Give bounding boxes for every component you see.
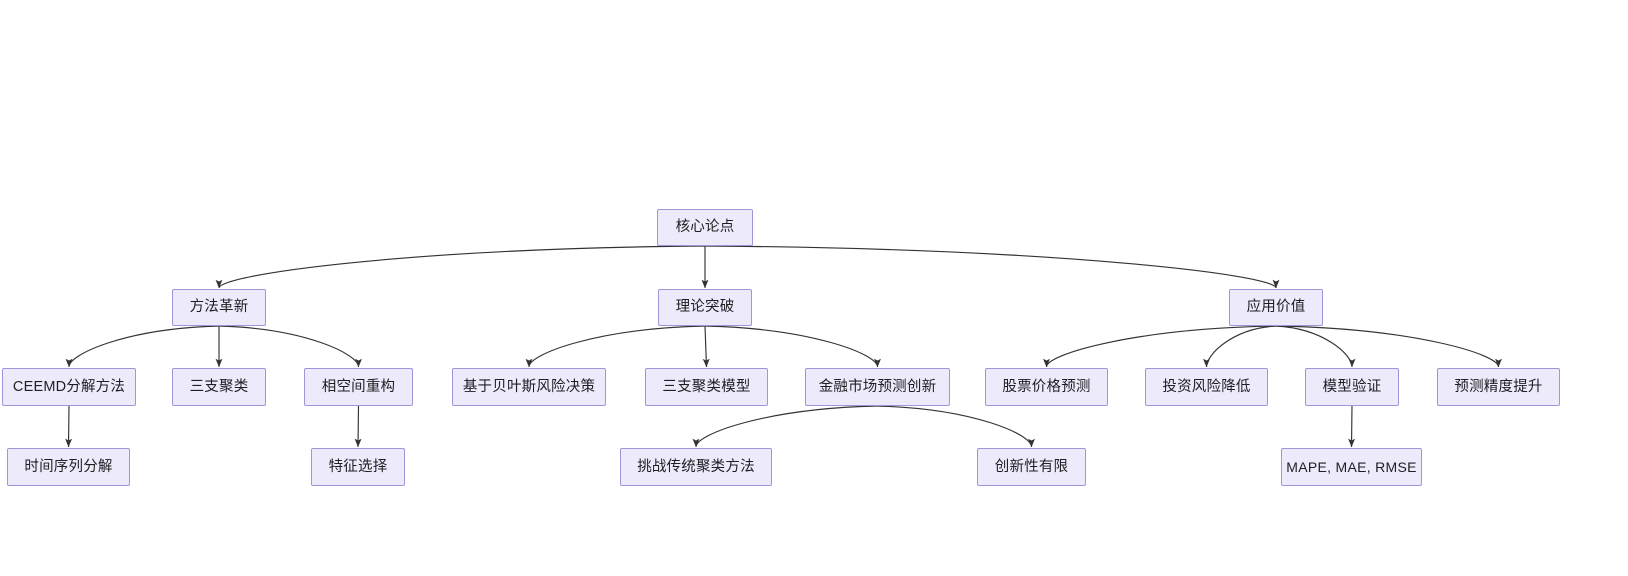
edge-root-to-l1a (215, 245, 706, 289)
node-l2b[interactable]: 三支聚类 (172, 368, 266, 406)
edge-l2i-to-l3e (1348, 405, 1356, 448)
node-l2e[interactable]: 三支聚类模型 (645, 368, 768, 406)
node-l3b[interactable]: 特征选择 (311, 448, 405, 486)
node-label: 股票价格预测 (1002, 378, 1091, 395)
edge-l2c-to-l3b (354, 405, 362, 448)
node-root[interactable]: 核心论点 (657, 209, 753, 246)
edge-root-to-l1c (704, 245, 1280, 289)
node-label: 方法革新 (189, 299, 249, 316)
node-l2i[interactable]: 模型验证 (1305, 368, 1399, 406)
node-label: 相空间重构 (321, 378, 396, 395)
edge-l1b-to-l2e (702, 325, 710, 368)
edge-l1a-to-l2c (218, 325, 362, 368)
node-l2h[interactable]: 投资风险降低 (1145, 368, 1268, 406)
node-l1c[interactable]: 应用价值 (1229, 289, 1323, 326)
node-label: 三支聚类 (189, 378, 249, 395)
node-label: 预测精度提升 (1454, 378, 1543, 395)
node-label: 投资风险降低 (1162, 378, 1251, 395)
node-l2f[interactable]: 金融市场预测创新 (805, 368, 950, 406)
node-label: 基于贝叶斯风险决策 (462, 378, 596, 395)
edge-l1c-to-l2g (1043, 325, 1277, 368)
node-l1b[interactable]: 理论突破 (658, 289, 752, 326)
node-label: 三支聚类模型 (662, 378, 751, 395)
node-label: 应用价值 (1246, 299, 1306, 316)
node-l3e[interactable]: MAPE, MAE, RMSE (1281, 448, 1422, 486)
node-label: CEEMD分解方法 (12, 378, 126, 395)
edge-l1a-to-l2a (65, 325, 220, 368)
node-l3a[interactable]: 时间序列分解 (7, 448, 130, 486)
node-label: 金融市场预测创新 (818, 378, 937, 395)
edge-group (65, 245, 1502, 448)
edge-l1b-to-l2f (704, 325, 881, 368)
edge-l1c-to-l2j (1275, 325, 1502, 368)
edge-l2a-to-l3a (65, 405, 73, 448)
edge-l1b-to-l2d (525, 325, 706, 368)
edge-l2f-to-l3c (692, 405, 878, 448)
node-label: 挑战传统聚类方法 (637, 458, 755, 475)
node-label: 特征选择 (328, 458, 388, 475)
node-l2d[interactable]: 基于贝叶斯风险决策 (452, 368, 606, 406)
node-label: 创新性有限 (994, 458, 1069, 475)
node-l2a[interactable]: CEEMD分解方法 (2, 368, 136, 406)
node-label: 核心论点 (675, 219, 735, 236)
node-l1a[interactable]: 方法革新 (172, 289, 266, 326)
node-label: 时间序列分解 (24, 458, 113, 475)
node-l2c[interactable]: 相空间重构 (304, 368, 413, 406)
node-label: MAPE, MAE, RMSE (1286, 459, 1417, 475)
node-l3d[interactable]: 创新性有限 (977, 448, 1086, 486)
node-l2g[interactable]: 股票价格预测 (985, 368, 1108, 406)
node-l3c[interactable]: 挑战传统聚类方法 (620, 448, 772, 486)
node-l2j[interactable]: 预测精度提升 (1437, 368, 1560, 406)
node-label: 理论突破 (675, 299, 735, 316)
edge-l1c-to-l2h (1203, 325, 1277, 368)
node-label: 模型验证 (1322, 378, 1382, 395)
edge-l1c-to-l2i (1275, 325, 1356, 368)
edge-l2f-to-l3d (877, 405, 1035, 448)
